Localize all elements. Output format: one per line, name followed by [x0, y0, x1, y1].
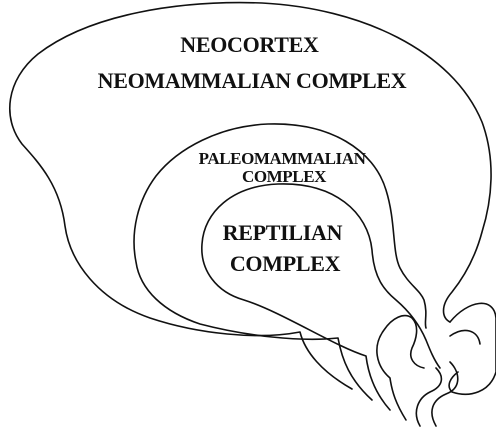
reptilian-outline: [202, 184, 440, 410]
brainstem-line-1: [416, 368, 441, 426]
reptilian-label-line-2: COMPLEX: [230, 251, 341, 276]
cerebellum-fold: [450, 330, 480, 344]
neocortex-label-line-2: NEOMAMMALIAN COMPLEX: [98, 68, 407, 93]
reptilian-label: REPTILIAN COMPLEX: [223, 220, 348, 276]
brainstem-line-2: [432, 362, 458, 426]
paleomammalian-label: PALEOMAMMALIAN COMPLEX: [199, 149, 370, 186]
neocortex-outline: [10, 3, 491, 389]
neocortex-label-line-1: NEOCORTEX: [180, 32, 319, 57]
cerebellum-outline: [449, 303, 496, 394]
neocortex-label: NEOCORTEX NEOMAMMALIAN COMPLEX: [98, 32, 407, 93]
inner-contour: [377, 316, 424, 420]
paleomammalian-label-line-1: PALEOMAMMALIAN: [199, 149, 367, 168]
paleomammalian-label-line-2: COMPLEX: [242, 167, 327, 186]
reptilian-label-line-1: REPTILIAN: [223, 220, 343, 245]
